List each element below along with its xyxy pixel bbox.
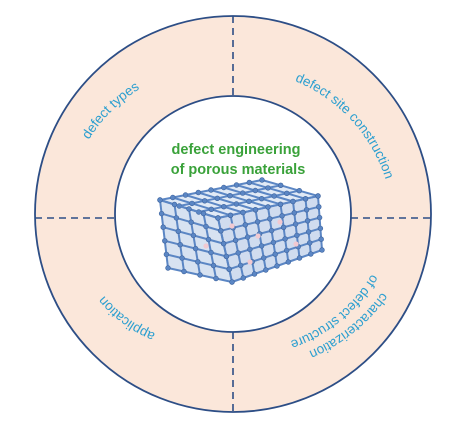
center-title-line1: defect engineering <box>172 142 301 158</box>
porous-framework-lattice-image <box>157 177 325 285</box>
center-title-line2: of porous materials <box>171 162 306 178</box>
